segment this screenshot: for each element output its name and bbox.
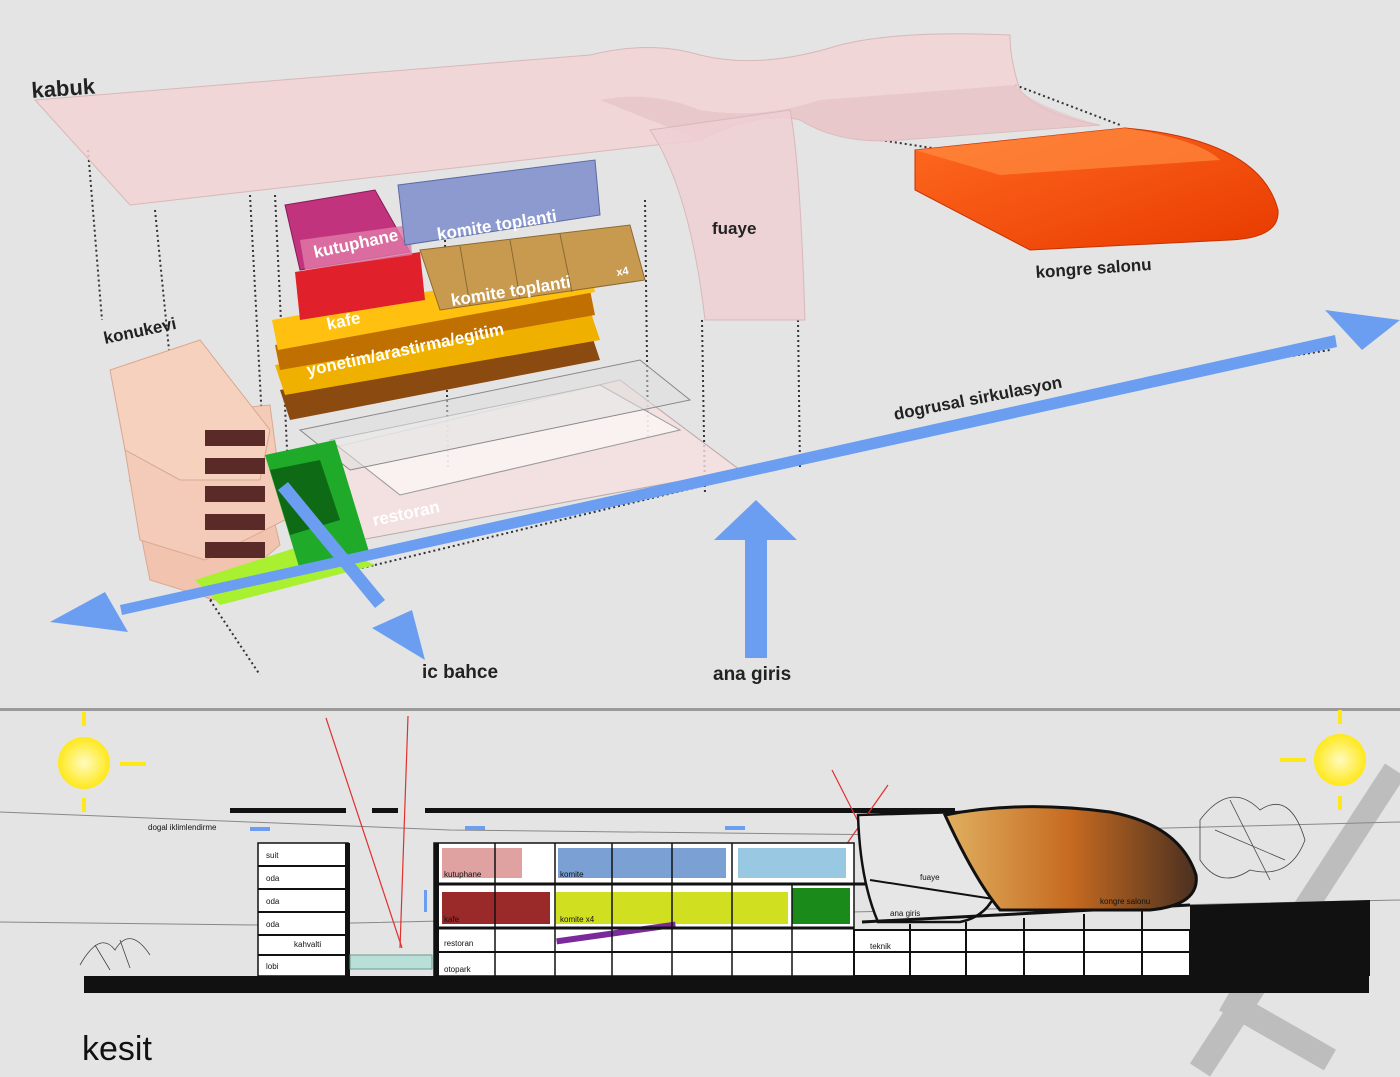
label-konukevi: konukevi: [102, 314, 178, 348]
label-sec-otopark: otopark: [444, 965, 472, 974]
vent-marks: [250, 826, 745, 912]
sun-right-icon: [1280, 710, 1366, 810]
label-sec-restoran: restoran: [444, 939, 473, 948]
label-ic-bahce: ic bahce: [422, 662, 498, 683]
section-caption: kesit: [82, 1030, 152, 1068]
dogrusal-sirkulasyon-arrow: [50, 310, 1400, 632]
label-kabuk: kabuk: [31, 74, 97, 103]
roof: [230, 808, 955, 813]
komite-volume: [397, 159, 601, 246]
restoran-volume: [279, 359, 742, 541]
kongre-volume: [914, 127, 1279, 251]
label-sec-kutuphane: kutuphane: [444, 870, 482, 879]
courtyard-glass: [349, 954, 433, 970]
fuaye-volume: [649, 109, 806, 321]
ground-slab: [84, 976, 1369, 993]
label-sec-teknik: teknik: [870, 942, 892, 951]
label-sec-kongre-salonu: kongre salonu: [1100, 897, 1150, 906]
label-kongre-salonu: kongre salonu: [1035, 255, 1152, 282]
label-ana-giris: ana giris: [713, 664, 791, 685]
sun-left-icon: [58, 712, 146, 812]
label-x4: x4: [616, 265, 631, 279]
label-kahvalti: kahvalti: [294, 940, 321, 949]
axonometric-view: kabuk konukevi kutuphane komite toplanti…: [31, 33, 1400, 685]
tree-sketch-left: [79, 938, 151, 971]
label-suit: suit: [266, 851, 279, 860]
label-fuaye: fuaye: [712, 219, 756, 238]
label-oda-1: oda: [266, 874, 280, 883]
label-lobi: lobi: [266, 962, 279, 971]
tree-sketch-right: [1199, 796, 1306, 881]
label-sec-fuaye: fuaye: [920, 873, 940, 882]
label-oda-3: oda: [266, 920, 280, 929]
konukevi-section: [257, 842, 350, 977]
label-sec-ana-giris: ana giris: [890, 909, 920, 918]
kafe-volume: [295, 252, 425, 320]
parking-grid: [853, 910, 1191, 977]
kongre-section: [942, 805, 1198, 912]
komite-x4-volume: [419, 224, 646, 311]
label-sec-komite-x4: komite x4: [560, 915, 595, 924]
label-sec-komite: komite: [560, 870, 584, 879]
main-block-section: [433, 842, 866, 977]
label-oda-2: oda: [266, 897, 280, 906]
ana-giris-arrow: [714, 500, 797, 658]
label-dogal-iklimlendirme: dogal iklimlendirme: [148, 823, 217, 832]
ic-bahce-arrow: [278, 482, 425, 660]
konukevi-floors: [109, 339, 286, 601]
panel-divider: [0, 708, 1400, 711]
label-sec-kafe: kafe: [444, 915, 460, 924]
section-view: dogal iklimlendirme suit oda oda oda kah…: [0, 710, 1400, 1077]
